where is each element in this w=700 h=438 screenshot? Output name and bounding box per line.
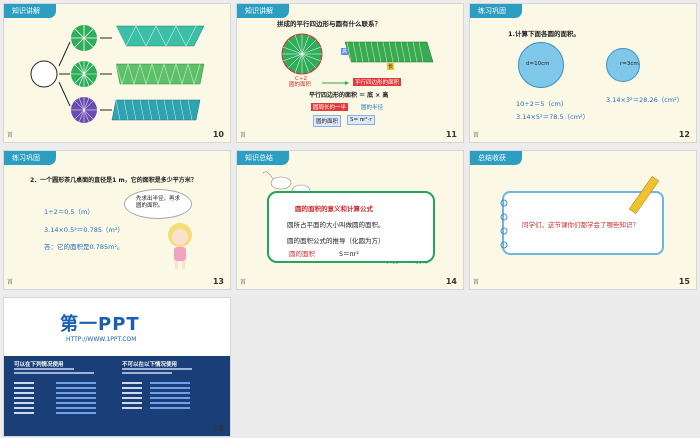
radius-label: r=3cm bbox=[620, 61, 639, 67]
summary-area-label: 圆的面积 bbox=[289, 250, 315, 258]
slide-header: 总结收获 bbox=[470, 151, 522, 165]
slide-thumbnail-15[interactable]: 总结收获 同学们，这节课你们都学会了哪些知识？ 首 15 bbox=[469, 150, 697, 290]
final-area-label: 圆的面积 bbox=[313, 115, 342, 127]
answer-text: 答：它的面积是0.785m²。 bbox=[44, 243, 124, 251]
can-use-title: 可以在下列情况使用 bbox=[14, 362, 64, 368]
circle-division-diagram bbox=[30, 25, 205, 123]
girl-illustration-icon bbox=[168, 223, 192, 269]
license-text-lines bbox=[14, 368, 192, 414]
circle-area-label: 圆的面积 bbox=[289, 82, 312, 88]
c-half-label: C÷2 bbox=[295, 76, 307, 82]
slide-number: 16 bbox=[212, 424, 224, 433]
slide-number: 15 bbox=[678, 277, 690, 286]
pencil-icon bbox=[500, 175, 660, 249]
brand-logo: 第一PPT bbox=[60, 314, 140, 335]
circle-d10 bbox=[518, 42, 564, 88]
parallelogram-area-label: 平行四边形的面积 bbox=[353, 78, 402, 86]
slide-footer: 首 bbox=[7, 132, 14, 139]
slide-footer: 首 bbox=[7, 279, 14, 286]
cannot-use-title: 不可以在以下情况使用 bbox=[122, 362, 178, 368]
slide-number: 10 bbox=[212, 130, 224, 139]
speech-bubble-text: 先求出半径，再求圆的面积。 bbox=[136, 196, 181, 209]
calc-radius: 10÷2＝5（cm） bbox=[516, 100, 568, 108]
circle-to-parallelogram-diagram bbox=[281, 33, 434, 85]
calc-area-1: 3.14×5²＝78.5（cm²） bbox=[516, 113, 590, 121]
slide-number: 14 bbox=[445, 277, 457, 286]
calc-area: 3.14×0.5²＝0.785（m²） bbox=[44, 226, 124, 234]
exercise-title: 1.计算下面各圆的面积。 bbox=[508, 30, 580, 38]
height-label: 高 bbox=[341, 48, 349, 55]
slide-thumbnail-11[interactable]: 知识讲解 拼成的平行四边形与圆有什么联系？ C÷2 高 长 圆的面积 平行四边形… bbox=[236, 3, 464, 143]
radius-label: 圆的半径 bbox=[361, 105, 384, 111]
calc-radius: 1÷2＝0.5（m） bbox=[44, 208, 94, 216]
summary-formula: S＝πr² bbox=[339, 250, 359, 258]
brand-url: HTTP://WWW.1PPT.COM bbox=[66, 336, 137, 343]
half-circumference-label: 圆周长的一半 bbox=[311, 103, 349, 111]
final-formula: S= πr²·r bbox=[347, 115, 375, 125]
slide-thumbnail-10[interactable]: 知识讲解 首 10 bbox=[3, 3, 231, 143]
speech-bubble bbox=[124, 189, 192, 219]
slide-footer: 首 bbox=[473, 279, 480, 286]
slide-number: 11 bbox=[445, 130, 457, 139]
slide-number: 12 bbox=[678, 130, 690, 139]
summary-line-1: 圆的面积的意义和计算公式 bbox=[295, 205, 373, 213]
circle-r3 bbox=[606, 48, 640, 82]
length-label: 长 bbox=[387, 63, 395, 70]
slide-footer: 首 bbox=[240, 279, 247, 286]
slide-footer: 首 bbox=[240, 132, 247, 139]
slide-header: 练习巩固 bbox=[470, 4, 522, 18]
slide-header: 知识总结 bbox=[237, 151, 289, 165]
slide-thumbnail-14[interactable]: 知识总结 圆的面积的意义和计算公式 圆所占平面的大小叫做圆的面积。 圆的面积公式… bbox=[236, 150, 464, 290]
summary-line-3: 圆的面积公式的推导（化圆为方） bbox=[287, 237, 385, 245]
slide-thumbnail-16[interactable]: 第一PPT HTTP://WWW.1PPT.COM 可以在下列情况使用 不可以在… bbox=[3, 297, 231, 437]
reflection-prompt: 同学们，这节课你们都学会了哪些知识？ bbox=[522, 221, 639, 229]
diameter-label: d=10cm bbox=[526, 61, 550, 67]
question-text: 拼成的平行四边形与圆有什么联系？ bbox=[277, 20, 381, 28]
slide-footer: 首 bbox=[473, 132, 480, 139]
question-text: 2．一个圆形茶几桌面的直径是1 m，它的面积是多少平方米？ bbox=[30, 177, 197, 184]
slide-header: 知识讲解 bbox=[4, 4, 56, 18]
calc-area-2: 3.14×3²＝28.26（cm²） bbox=[606, 96, 684, 104]
summary-line-2: 圆所占平面的大小叫做圆的面积。 bbox=[287, 221, 385, 229]
slide-thumbnail-12[interactable]: 练习巩固 1.计算下面各圆的面积。 d=10cm r=3cm 10÷2＝5（cm… bbox=[469, 3, 697, 143]
formula-row: 平行四边形的面积 ＝ 底 × 高 bbox=[309, 92, 389, 99]
slide-header: 练习巩固 bbox=[4, 151, 56, 165]
summary-frame bbox=[267, 191, 435, 263]
slide-number: 13 bbox=[212, 277, 224, 286]
slide-thumbnail-13[interactable]: 练习巩固 2．一个圆形茶几桌面的直径是1 m，它的面积是多少平方米？ 1÷2＝0… bbox=[3, 150, 231, 290]
slide-header: 知识讲解 bbox=[237, 4, 289, 18]
